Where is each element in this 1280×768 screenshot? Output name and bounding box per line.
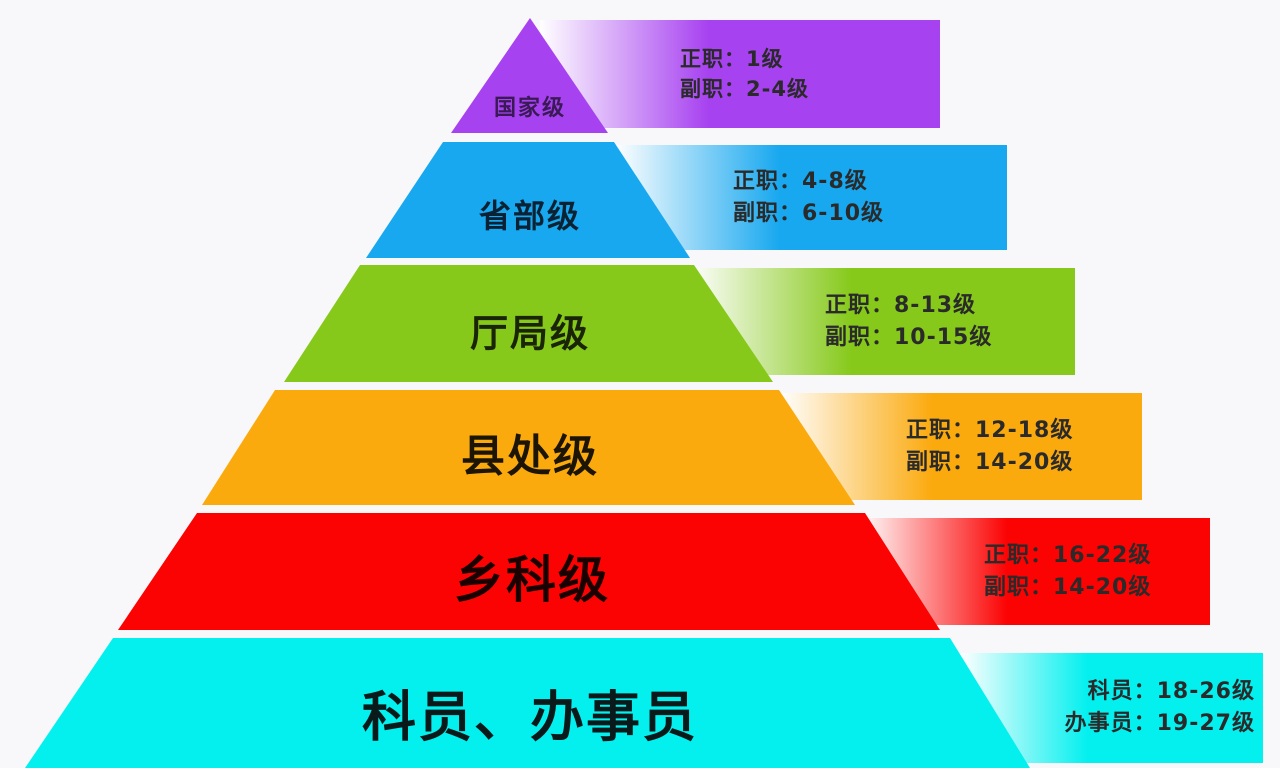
tier-label-staff: 科员、办事员 xyxy=(362,685,698,749)
info-line-principal: 正职：1级 xyxy=(680,46,784,71)
info-line-clerk: 科员：18-26级 xyxy=(1087,679,1255,705)
tier-township-shape xyxy=(118,513,940,630)
tier-label-bureau: 厅局级 xyxy=(469,311,591,356)
info-line-principal: 正职：16-22级 xyxy=(984,542,1152,568)
tier-label-county: 县处级 xyxy=(461,431,599,482)
info-line-deputy: 副职：2-4级 xyxy=(680,77,809,101)
tier-provincial-shape xyxy=(366,142,690,258)
info-line-deputy: 副职：10-15级 xyxy=(825,324,993,350)
tier-label-national: 国家级 xyxy=(493,96,567,121)
tier-staff-shape xyxy=(25,638,1030,768)
info-box-national: 正职：1级 副职：2-4级 xyxy=(540,20,940,128)
info-line-principal: 正职：8-13级 xyxy=(825,292,977,318)
info-box-county: 正职：12-18级 副职：14-20级 xyxy=(780,393,1142,500)
info-line-office-staff: 办事员：19-27级 xyxy=(1064,711,1255,736)
tier-label-provincial: 省部级 xyxy=(478,197,582,235)
info-box-provincial: 正职：4-8级 副职：6-10级 xyxy=(615,145,1007,250)
info-line-deputy: 副职：14-20级 xyxy=(984,574,1152,600)
info-line-principal: 正职：12-18级 xyxy=(906,417,1074,443)
info-line-principal: 正职：4-8级 xyxy=(733,168,868,194)
tier-county-shape xyxy=(202,390,855,505)
tier-label-township: 乡科级 xyxy=(454,551,610,609)
tier-bureau-shape xyxy=(284,265,773,382)
tier-national-shape xyxy=(451,18,608,133)
info-line-deputy: 副职：6-10级 xyxy=(733,200,885,226)
info-line-deputy: 副职：14-20级 xyxy=(906,449,1074,475)
